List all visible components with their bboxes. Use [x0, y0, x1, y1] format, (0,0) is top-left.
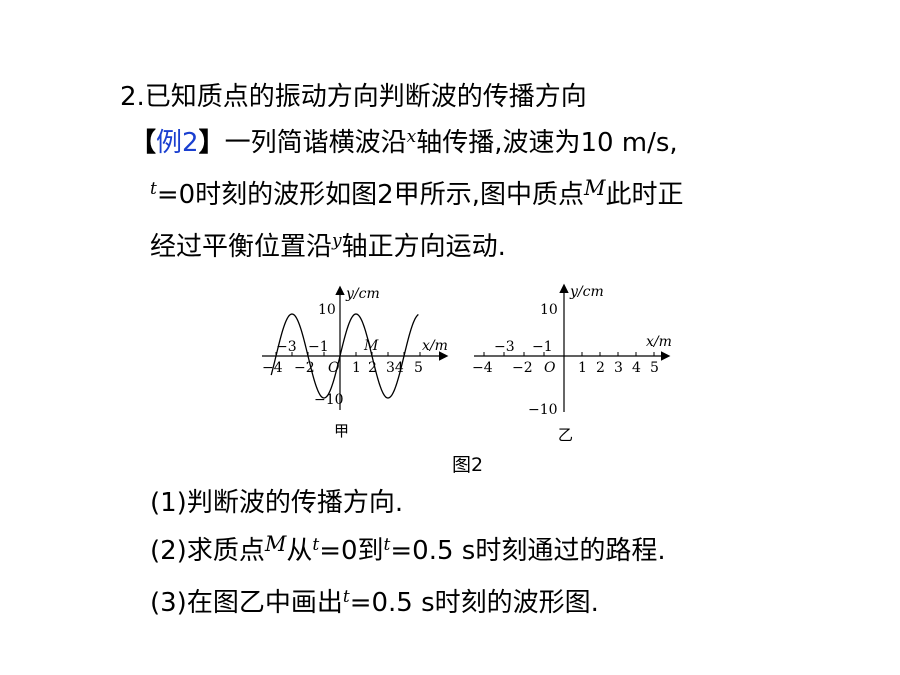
- x-tick-label: −1: [532, 339, 553, 355]
- figure-sublabel-left: 甲: [334, 422, 350, 440]
- x-tick-label: 1: [578, 360, 587, 376]
- wave-curve: [270, 313, 419, 399]
- question-2-text-b: 从: [286, 536, 313, 566]
- y-tick-label: −10: [314, 392, 344, 408]
- question-2-text-c: =0到: [319, 536, 384, 566]
- x-tick-label: 2: [596, 360, 605, 376]
- x-tick-label: 34: [386, 360, 404, 376]
- figure-caption: 图2: [452, 454, 484, 476]
- x-tick-label: 4: [632, 360, 641, 376]
- var-t: t: [342, 587, 350, 607]
- graph-right: y/cm x/m O 10 −10 −3 −1 −4 −2 1 2 3 4 5: [472, 283, 672, 418]
- x-tick-label: −4: [472, 360, 493, 376]
- x-axis-label: x/m: [646, 334, 672, 350]
- origin-label: O: [328, 360, 340, 376]
- var-M: M: [583, 176, 606, 200]
- y-tick-label: −10: [528, 402, 558, 418]
- x-tick-label: −4: [262, 360, 283, 376]
- x-tick-label: 1: [352, 360, 361, 376]
- x-tick-label: −1: [308, 339, 329, 355]
- example-bracket-open: 【: [130, 128, 157, 158]
- x-tick-label: −3: [494, 339, 515, 355]
- section-heading: 2.已知质点的振动方向判断波的传播方向: [120, 76, 587, 113]
- x-tick-label: 2: [368, 360, 377, 376]
- question-3: (3)在图乙中画出t=0.5 s时刻的波形图.: [150, 582, 599, 619]
- section-heading-text: 2.已知质点的振动方向判断波的传播方向: [120, 82, 587, 112]
- x-tick-label: 5: [414, 360, 423, 376]
- question-1-text: (1)判断波的传播方向.: [150, 488, 404, 518]
- x-tick-label: −3: [276, 339, 297, 355]
- x-tick-label: 3: [614, 360, 623, 376]
- y-axis-label: y/cm: [345, 286, 380, 302]
- question-2-text-a: (2)求质点: [150, 536, 265, 566]
- x-tick-label: −2: [512, 360, 533, 376]
- var-t: t: [150, 179, 157, 199]
- example-line-2: t=0时刻的波形如图2甲所示,图中质点M此时正: [150, 174, 684, 211]
- question-1: (1)判断波的传播方向.: [150, 482, 403, 519]
- figure-sublabel-right: 乙: [558, 426, 574, 444]
- example-line-3: 经过平衡位置沿y轴正方向运动.: [150, 226, 506, 263]
- example-text-2a: =0时刻的波形如图2甲所示,图中质点: [156, 180, 584, 210]
- example-text-3b: 轴正方向运动.: [341, 232, 506, 262]
- example-text-1b: 轴传播,波速为10 m/s,: [416, 128, 678, 158]
- var-x: x: [406, 127, 417, 147]
- example-bracket-close: 】: [198, 128, 225, 158]
- x-tick-label: 5: [650, 360, 659, 376]
- example-line-1: 【例2】一列简谐横波沿x轴传播,波速为10 m/s,: [130, 122, 678, 159]
- question-3-text-a: (3)在图乙中画出: [150, 588, 343, 618]
- y-tick-label: 10: [318, 302, 336, 318]
- origin-label: O: [544, 360, 556, 376]
- example-text-1a: 一列简谐横波沿: [224, 128, 407, 158]
- y-tick-label: 10: [540, 302, 558, 318]
- example-text-3a: 经过平衡位置沿: [150, 232, 333, 262]
- graph-left: y/cm x/m M O 10 −10 −3 −1 −4 −2 1 2 34 5: [262, 285, 449, 410]
- example-text-2b: 此时正: [605, 180, 684, 210]
- x-tick-label: −2: [294, 360, 315, 376]
- example-label: 例2: [156, 128, 199, 158]
- y-axis-label: y/cm: [569, 284, 604, 300]
- point-M-label: M: [363, 338, 379, 354]
- question-3-text-b: =0.5 s时刻的波形图.: [349, 588, 599, 618]
- var-t: t: [312, 535, 320, 555]
- var-M: M: [264, 532, 287, 556]
- var-t: t: [383, 535, 391, 555]
- var-y: y: [332, 231, 342, 251]
- question-2: (2)求质点M从t=0到t=0.5 s时刻通过的路程.: [150, 530, 666, 567]
- x-axis-label: x/m: [422, 338, 448, 354]
- question-2-text-d: =0.5 s时刻通过的路程.: [390, 536, 666, 566]
